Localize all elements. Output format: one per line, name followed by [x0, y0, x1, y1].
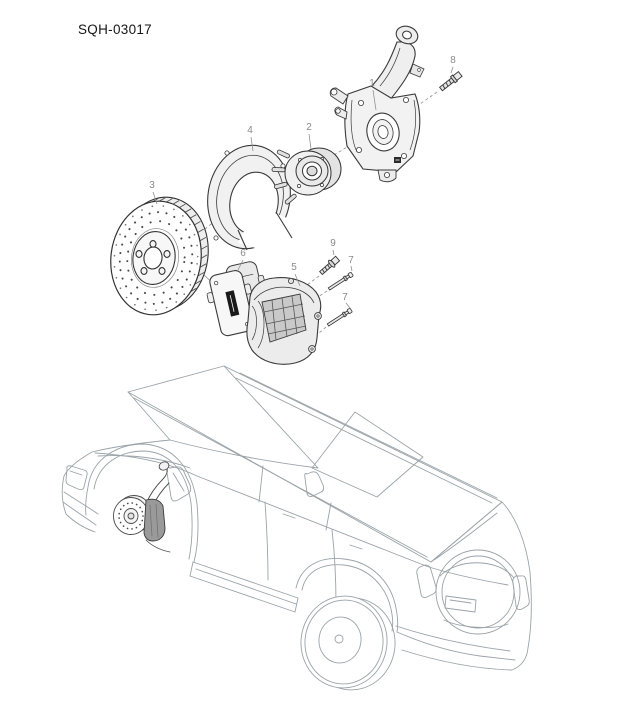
callout-leader-lines [152, 66, 454, 309]
part-1-steering-knuckle [329, 25, 425, 183]
vehicle-illustration [61, 365, 532, 691]
part-7-guide-pin-upper [327, 272, 354, 291]
callout-3: 3 [149, 180, 155, 191]
callout-2: 2 [306, 122, 312, 133]
car-door-seams [264, 501, 363, 606]
car-windshield [127, 365, 319, 469]
car-taillights [416, 564, 530, 611]
callout-8: 8 [450, 55, 456, 66]
car-grille-lines [62, 491, 99, 526]
car-far-mirror [304, 471, 325, 498]
part-9-caliper-bolt [319, 255, 341, 276]
callout-1: 1 [369, 78, 375, 89]
installed-brake-assembly [113, 461, 171, 553]
car-roof-rails [133, 372, 498, 558]
car-sunroof [311, 411, 424, 498]
car-pillars [258, 465, 332, 531]
part-5-brake-caliper [246, 277, 322, 365]
diagram-code: SQH-03017 [78, 22, 152, 37]
part-2-hub-bearing [271, 147, 342, 205]
car-spare-wheel [435, 549, 521, 635]
car-headlight [65, 465, 88, 491]
callout-4: 4 [247, 125, 253, 136]
car-rear-body [395, 501, 532, 671]
car-rear-wheel-arch [295, 558, 399, 633]
callout-7-lower: 7 [342, 292, 348, 303]
wheel-studs [271, 149, 297, 205]
callout-9: 9 [330, 238, 336, 249]
part-3-brake-disc [110, 196, 209, 316]
car-near-mirror [166, 466, 192, 502]
callout-6: 6 [240, 248, 246, 259]
car-hood [61, 439, 191, 533]
part-7-guide-pin-lower [326, 308, 353, 327]
part-4-dust-shield [207, 144, 300, 258]
bleeder-screw [287, 277, 294, 284]
callout-5: 5 [291, 262, 297, 273]
car-front-wheel-arch [85, 443, 199, 563]
car-running-board [189, 561, 299, 613]
car-rear-wheel [300, 595, 396, 691]
part-8-knuckle-bolt [439, 70, 463, 92]
callout-7-upper: 7 [348, 255, 354, 266]
